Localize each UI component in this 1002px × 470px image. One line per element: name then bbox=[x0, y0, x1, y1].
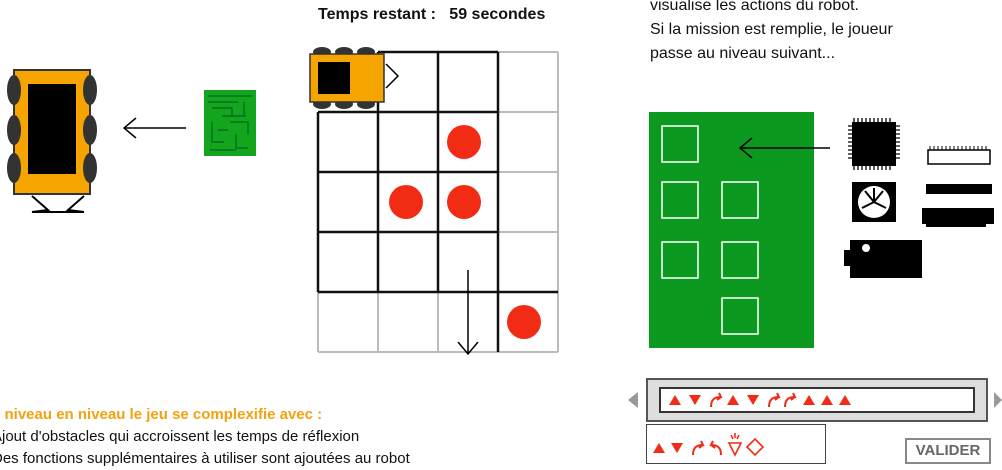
turn-right-command-icon bbox=[710, 392, 723, 408]
levels-item: Ajout d'obstacles qui accroissent les te… bbox=[0, 428, 360, 445]
forward-command-icon bbox=[839, 395, 851, 405]
levels-item: Des fonctions supplémentaires à utiliser… bbox=[0, 450, 410, 467]
cpu-chip-icon bbox=[848, 118, 900, 170]
turn-right-command-icon bbox=[692, 440, 705, 456]
scroll-left-icon[interactable] bbox=[626, 390, 640, 410]
robot-illustration bbox=[7, 69, 256, 213]
scroll-right-icon[interactable] bbox=[992, 390, 1002, 410]
turn-right-command-icon bbox=[784, 392, 797, 408]
forward-command-icon bbox=[653, 443, 665, 453]
program-commands bbox=[669, 392, 851, 408]
timer-label: Temps restant : bbox=[318, 6, 436, 23]
arrow-left-icon bbox=[738, 137, 830, 159]
forward-command-icon bbox=[821, 395, 833, 405]
program-bar bbox=[646, 378, 988, 422]
turn-left-command-icon bbox=[709, 440, 722, 456]
battery-icon bbox=[844, 240, 922, 278]
arrow-down-icon bbox=[457, 270, 479, 356]
timer-value: 59 secondes bbox=[449, 6, 546, 23]
levels-heading: e niveau en niveau le jeu se complexifie… bbox=[0, 406, 323, 423]
command-palette bbox=[646, 424, 826, 464]
intro-line: Si la mission est remplie, le joueur bbox=[650, 21, 893, 38]
backward-command-icon bbox=[689, 395, 701, 405]
robot-icon bbox=[309, 47, 400, 109]
forward-command-icon bbox=[803, 395, 815, 405]
game-grid bbox=[309, 47, 559, 356]
intro-line: passe au niveau suivant... bbox=[650, 45, 836, 62]
backward-command-icon bbox=[671, 443, 683, 453]
board-slots bbox=[661, 125, 759, 335]
shoot-command-icon bbox=[727, 433, 743, 457]
target-dots bbox=[389, 125, 541, 339]
robot-icon bbox=[7, 69, 97, 213]
turn-right-command-icon bbox=[768, 392, 781, 408]
palette-commands bbox=[653, 433, 765, 457]
ram-stick-icon bbox=[922, 184, 994, 227]
program-sequence[interactable] bbox=[659, 387, 975, 413]
memory-chip-icon bbox=[927, 146, 991, 165]
intro-line: visualise les actions du robot. bbox=[650, 0, 859, 14]
sensor-command-icon bbox=[745, 437, 765, 457]
backward-command-icon bbox=[747, 395, 759, 405]
forward-command-icon bbox=[669, 395, 681, 405]
levels-section: e niveau en niveau le jeu se complexifie… bbox=[0, 404, 410, 470]
fan-chip-icon bbox=[852, 182, 896, 222]
validate-button[interactable]: VALIDER bbox=[905, 438, 991, 464]
timer: Temps restant : 59 secondes bbox=[318, 6, 545, 24]
intro-text: visualise les actions du robot. Si la mi… bbox=[650, 0, 1002, 66]
maze-chip-icon bbox=[204, 90, 256, 156]
arrow-left-icon bbox=[122, 117, 186, 139]
forward-command-icon bbox=[727, 395, 739, 405]
program-board bbox=[649, 112, 994, 348]
